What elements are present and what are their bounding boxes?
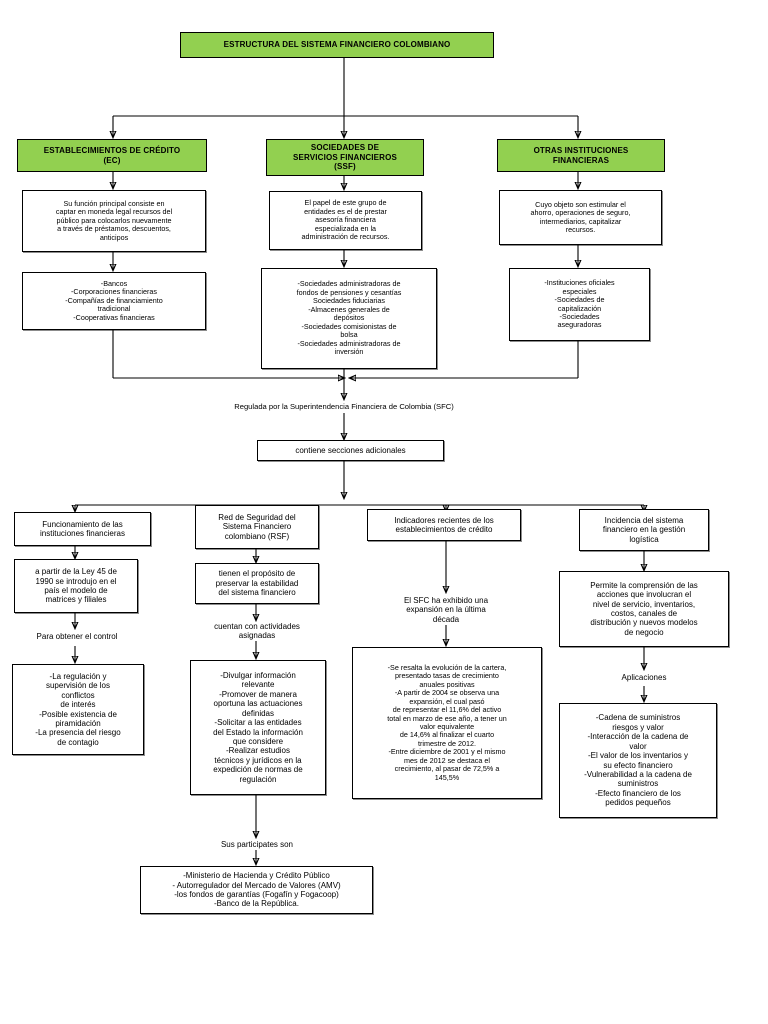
node-secciones-adicionales[interactable]: contiene secciones adicionales [257,440,444,461]
node-ec-descripcion[interactable]: Su función principal consiste en captar … [22,190,206,252]
node-branch-establecimientos-credito[interactable]: ESTABLECIMIENTOS DE CRÉDITO (EC) [17,139,207,172]
node-col2-actividades-asignadas: cuentan con actividades asignadas [214,621,300,640]
node-col4-incidencia-logistica[interactable]: Incidencia del sistema financiero en la … [579,509,709,551]
node-col2-listado-actividades[interactable]: -Divulgar información relevante -Promove… [190,660,326,795]
node-col3-indicadores-recientes[interactable]: Indicadores recientes de los establecimi… [367,509,521,541]
node-regulador-sfc: Regulada por la Superintendencia Financi… [234,401,454,411]
node-col1-ley45-1990[interactable]: a partir de la Ley 45 de 1990 se introdu… [14,559,138,613]
node-col2-proposito[interactable]: tienen el propósito de preservar la esta… [195,563,319,604]
node-root-title[interactable]: ESTRUCTURA DEL SISTEMA FINANCIERO COLOMB… [180,32,494,58]
node-col3-listado-cartera[interactable]: -Se resalta la evolución de la cartera, … [352,647,542,799]
node-col1-obtener-control: Para obtener el control [36,632,118,642]
node-col4-comprension-acciones[interactable]: Permite la comprensión de las acciones q… [559,571,729,647]
node-oif-descripcion[interactable]: Cuyo objeto son estimular el ahorro, ope… [499,190,662,245]
node-col4-aplicaciones: Aplicaciones [621,672,667,682]
node-ssf-listado[interactable]: -Sociedades administradoras de fondos de… [261,268,437,369]
node-col1-listado-riesgos[interactable]: -La regulación y supervisión de los conf… [12,664,144,755]
node-col3-expansion-decada: El SFC ha exhibido una expansión en la ú… [403,595,489,624]
node-col1-funcionamiento-instituciones[interactable]: Funcionamiento de las instituciones fina… [14,512,151,546]
node-col2-red-seguridad[interactable]: Red de Seguridad del Sistema Financiero … [195,505,319,549]
node-branch-otras-instituciones-financieras[interactable]: OTRAS INSTITUCIONES FINANCIERAS [497,139,665,172]
node-oif-listado[interactable]: -Instituciones oficiales especiales -Soc… [509,268,650,341]
node-branch-sociedades-servicios-financieros[interactable]: SOCIEDADES DE SERVICIOS FINANCIEROS (SSF… [266,139,424,176]
node-ec-listado[interactable]: -Bancos -Corporaciones financieras -Comp… [22,272,206,330]
node-ssf-descripcion[interactable]: El papel de este grupo de entidades es e… [269,191,422,250]
node-col2-listado-participantes[interactable]: -Ministerio de Hacienda y Crédito Públic… [140,866,373,914]
node-col2-participantes-label: Sus participates son [220,840,294,850]
node-col4-listado-aplicaciones[interactable]: -Cadena de suministros riesgos y valor -… [559,703,717,818]
